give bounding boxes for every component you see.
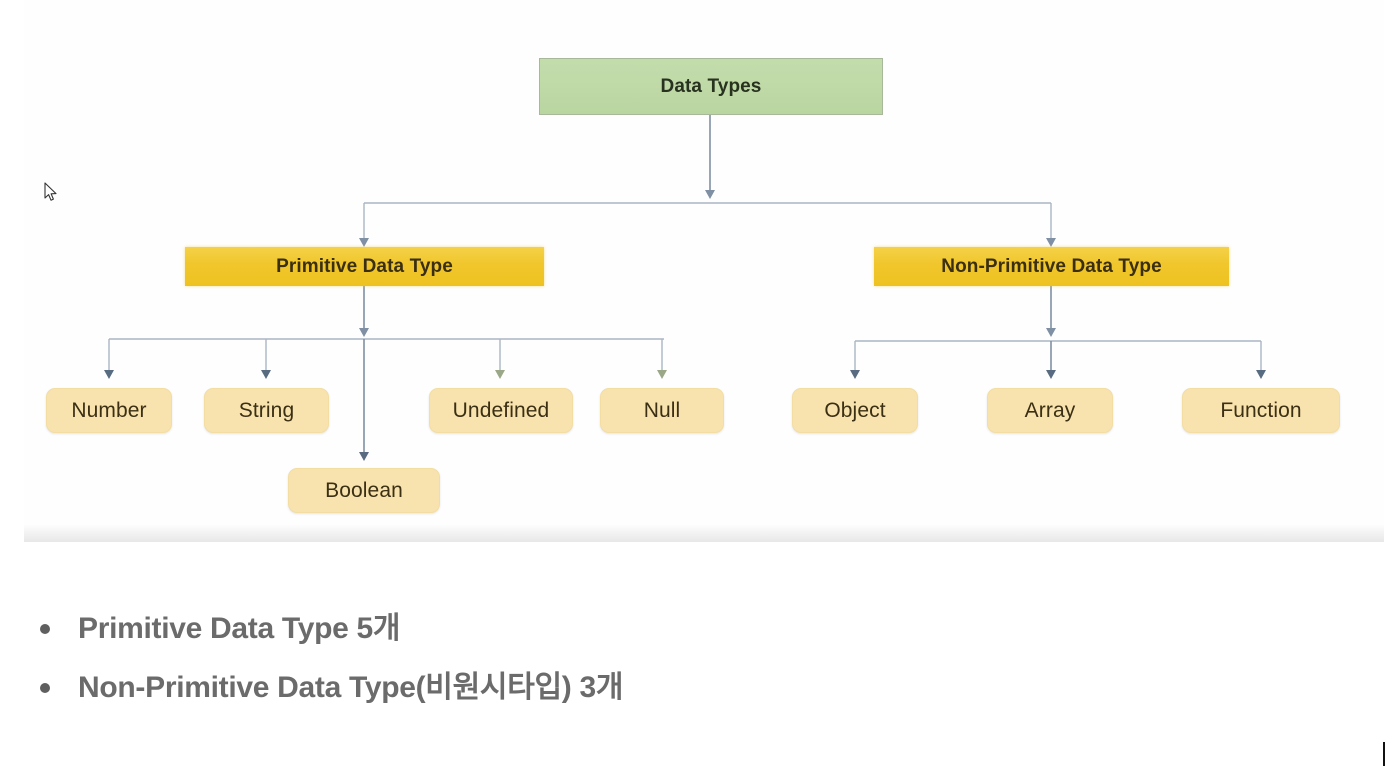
node-label: Number [71, 398, 147, 422]
node-label: Object [824, 398, 886, 422]
notes-list: Primitive Data Type 5개 Non-Primitive Dat… [40, 612, 1360, 730]
node-label: Array [1024, 398, 1076, 422]
node-non-primitive-data-type[interactable]: Non-Primitive Data Type [874, 247, 1229, 286]
list-item: Non-Primitive Data Type(비원시타입) 3개 [40, 671, 1360, 704]
node-array[interactable]: Array [987, 388, 1113, 433]
node-primitive-data-type[interactable]: Primitive Data Type [185, 247, 544, 286]
bullet-dot-icon [40, 682, 50, 693]
node-label: Function [1220, 398, 1302, 422]
node-data-types[interactable]: Data Types [539, 58, 883, 115]
arrowhead-function [1256, 370, 1266, 379]
bullet-text: Non-Primitive Data Type(비원시타입) 3개 [78, 671, 624, 704]
arrowhead-number [104, 370, 114, 379]
list-item: Primitive Data Type 5개 [40, 612, 1360, 645]
node-label: Null [643, 398, 681, 422]
node-label: String [238, 398, 295, 422]
arrowhead-boolean [359, 452, 369, 461]
diagram-connectors [104, 114, 1266, 461]
node-label: Boolean [325, 478, 403, 502]
mouse-cursor-icon [44, 182, 57, 201]
arrowhead-nonprimitive-stem [1046, 328, 1056, 337]
node-boolean[interactable]: Boolean [288, 468, 440, 513]
node-undefined[interactable]: Undefined [429, 388, 573, 433]
arrowhead-null [657, 370, 667, 379]
arrowhead-string [261, 370, 271, 379]
arrowhead-array [1046, 370, 1056, 379]
arrowhead-primitive [359, 238, 369, 247]
node-label: Primitive Data Type [276, 255, 453, 277]
arrowhead-nonprimitive [1046, 238, 1056, 247]
node-label: Non-Primitive Data Type [941, 255, 1162, 277]
node-function[interactable]: Function [1182, 388, 1340, 433]
node-label: Undefined [452, 398, 550, 422]
arrowhead-object [850, 370, 860, 379]
arrowhead-root [705, 190, 715, 199]
node-null[interactable]: Null [600, 388, 724, 433]
node-object[interactable]: Object [792, 388, 918, 433]
node-number[interactable]: Number [46, 388, 172, 433]
arrowhead-undefined [495, 370, 505, 379]
diagram-image-region: Data Types Primitive Data Type Non-Primi… [24, 0, 1384, 542]
bullet-text: Primitive Data Type 5개 [78, 612, 401, 645]
arrowhead-primitive-stem [359, 328, 369, 337]
node-label: Data Types [660, 75, 762, 97]
node-string[interactable]: String [204, 388, 329, 433]
text-caret [1383, 742, 1385, 766]
bullet-dot-icon [40, 623, 50, 634]
